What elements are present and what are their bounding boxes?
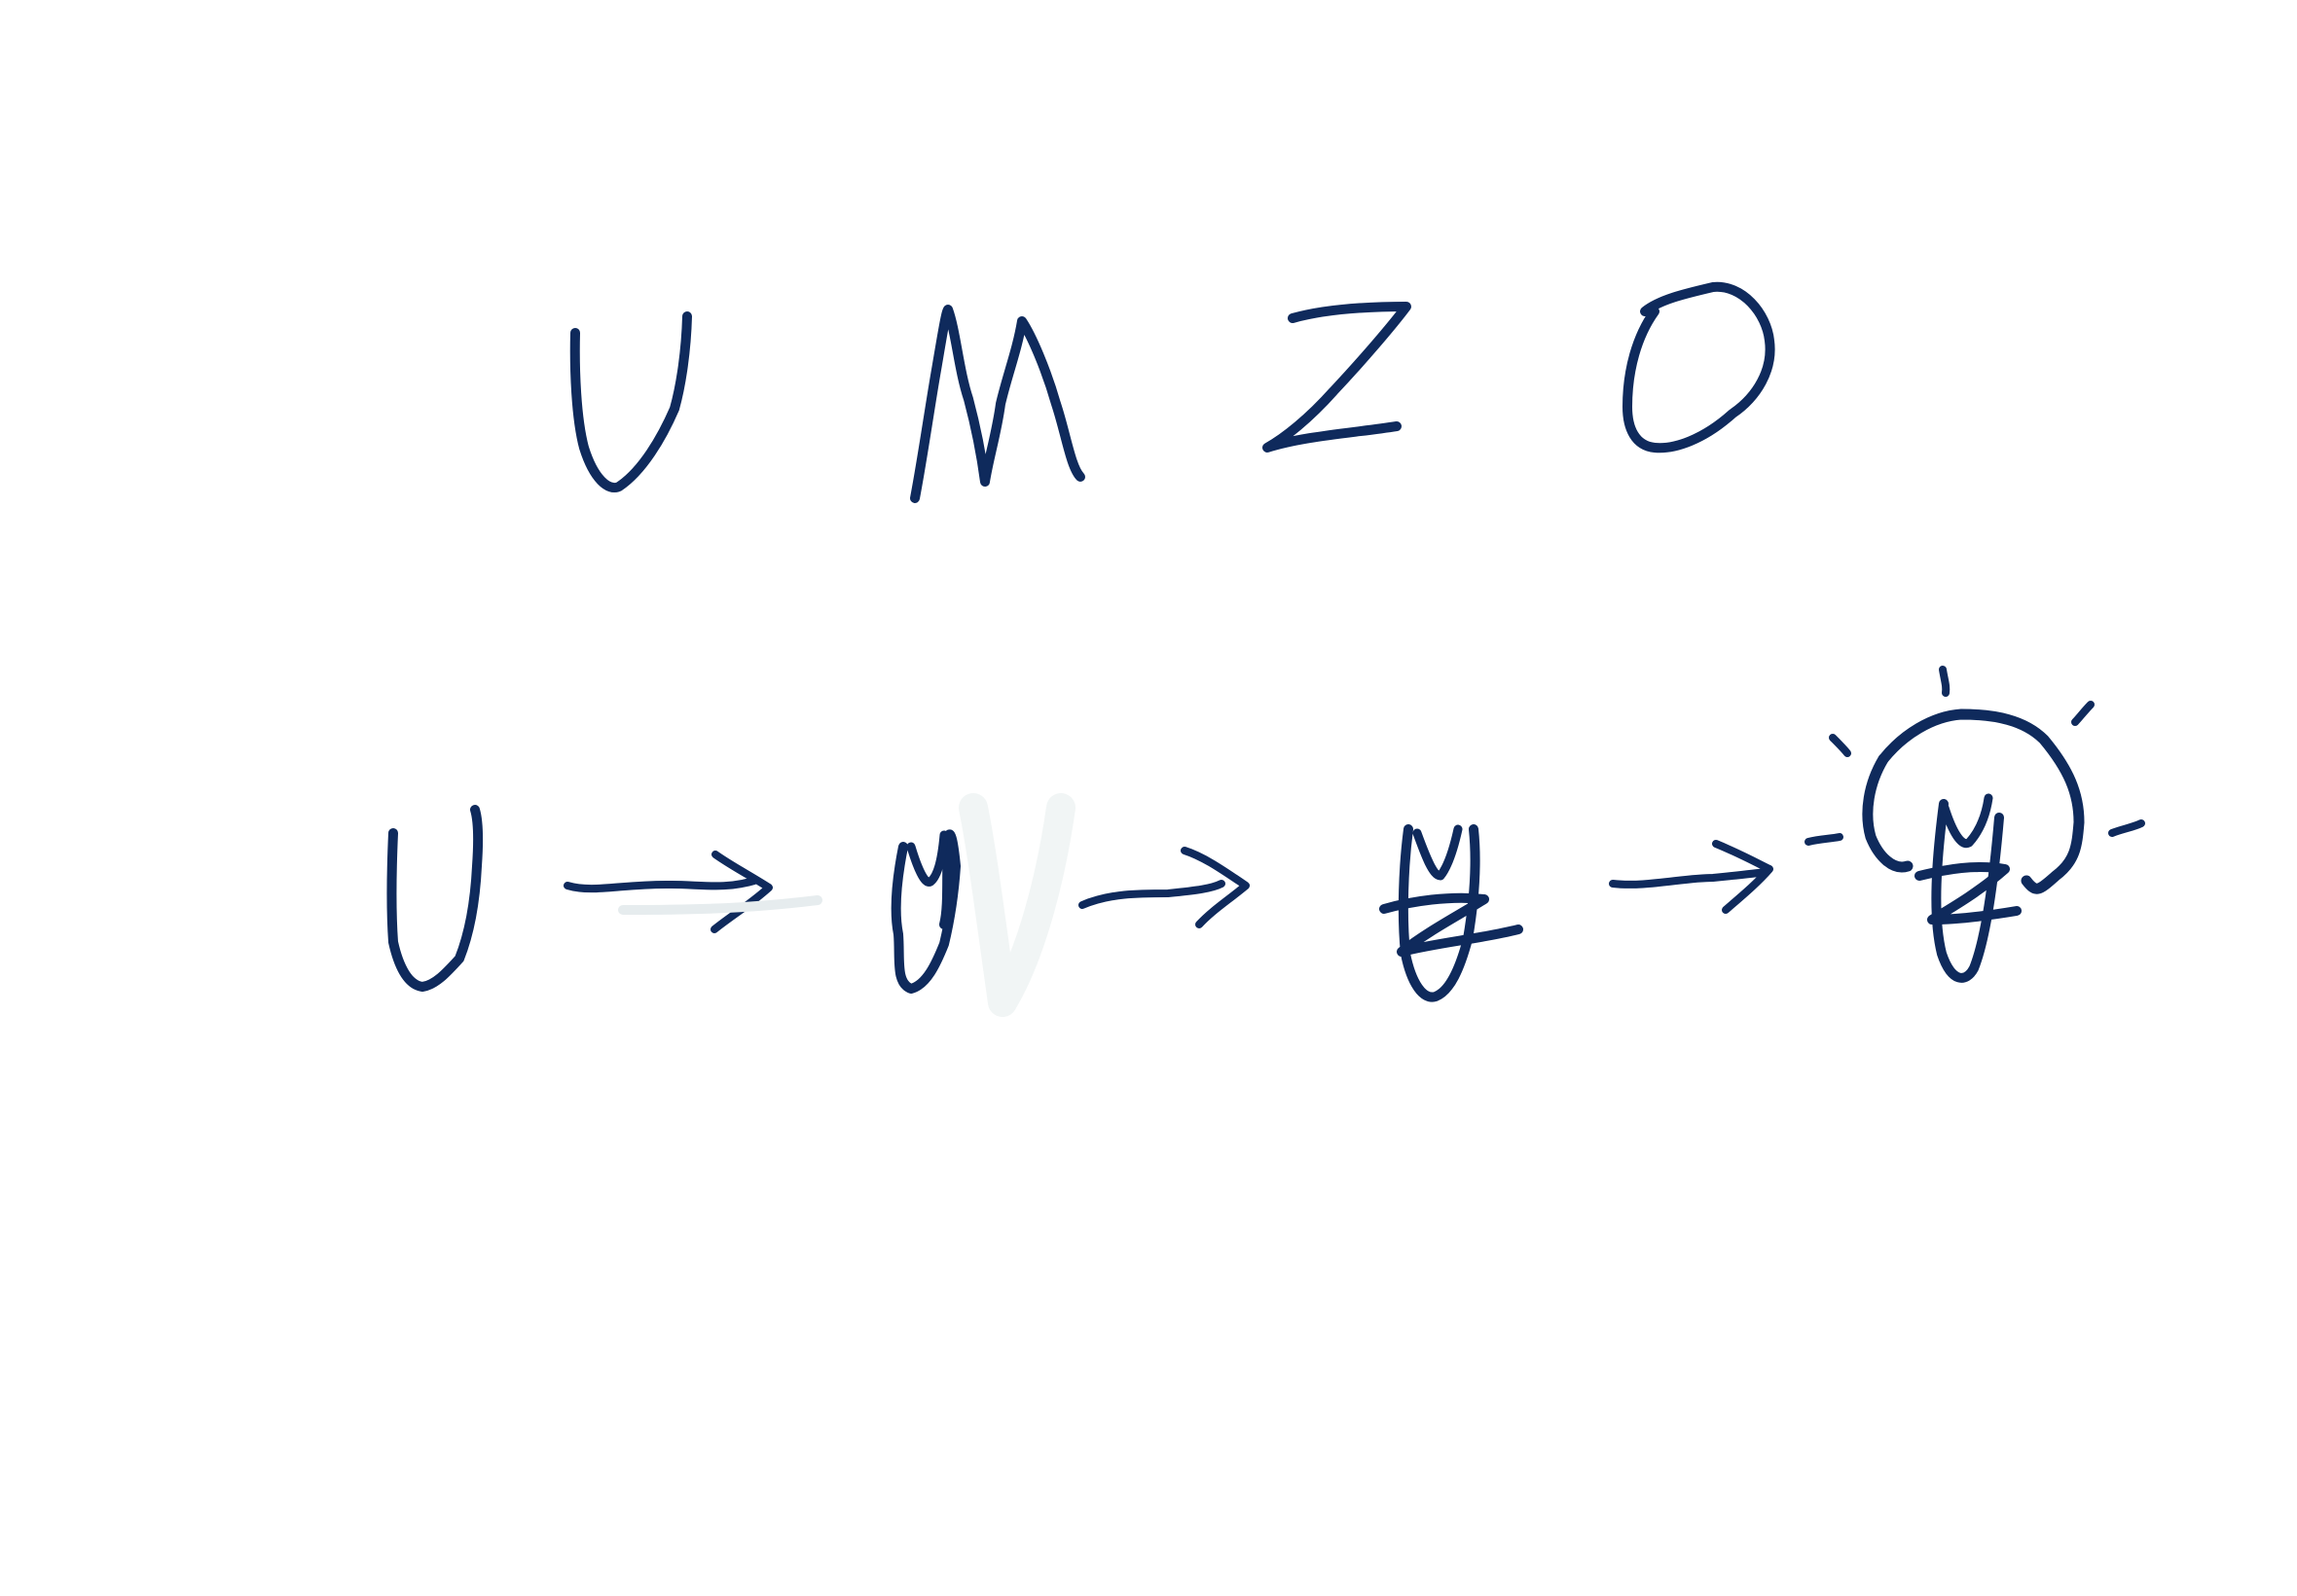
letter-m bbox=[910, 305, 1085, 503]
light-ray-far-right bbox=[2108, 819, 2145, 837]
light-ray-left bbox=[1829, 734, 1851, 757]
letter-o bbox=[1622, 281, 1775, 453]
top-row-letters bbox=[569, 281, 1775, 503]
light-ray-top bbox=[1939, 666, 1951, 697]
arrow-1 bbox=[564, 851, 822, 933]
arrow-3 bbox=[1609, 840, 1773, 914]
arrow-2 bbox=[1078, 847, 1250, 928]
step-final-lightbulb bbox=[1805, 666, 2145, 983]
letter-z bbox=[1262, 302, 1411, 453]
light-ray-right bbox=[2071, 701, 2095, 726]
bottom-row-sequence bbox=[386, 666, 2145, 1017]
light-ray-far-left bbox=[1805, 833, 1843, 846]
letter-u bbox=[569, 311, 692, 492]
step-u-m bbox=[891, 793, 1076, 1017]
step-u-m-z bbox=[1379, 824, 1523, 1002]
step-u bbox=[386, 805, 484, 992]
